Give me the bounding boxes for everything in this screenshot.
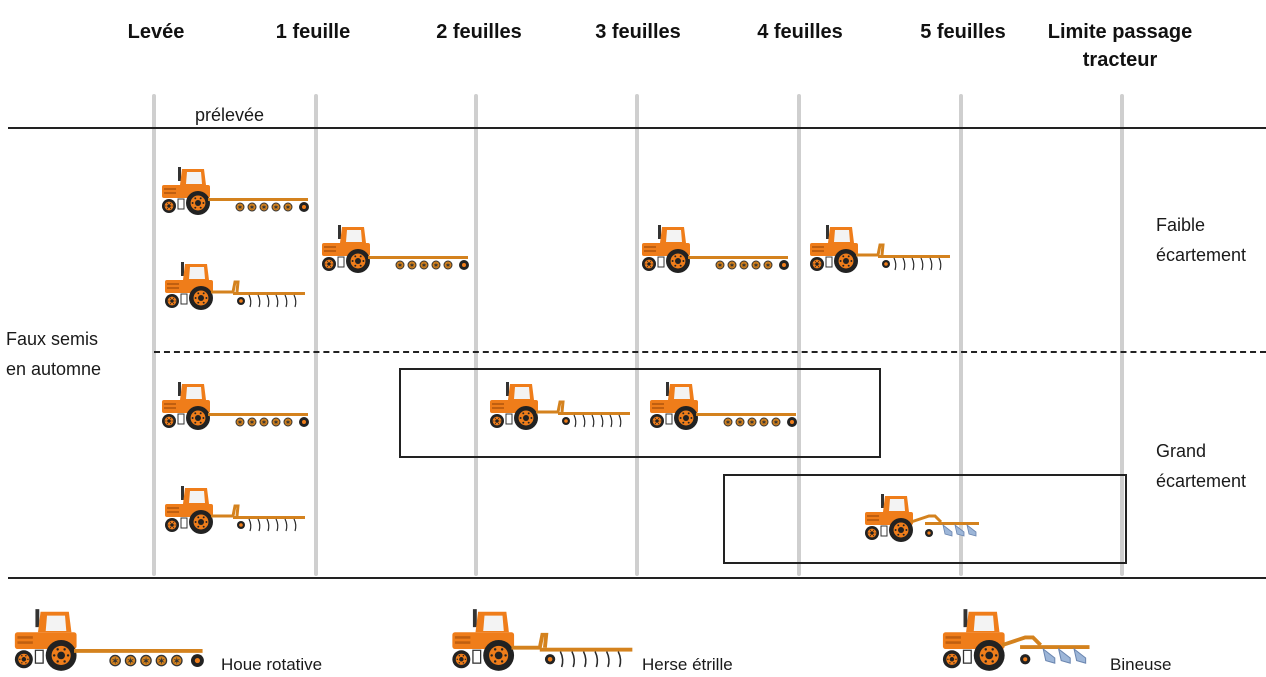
tractor-herse-etrille-icon [165, 262, 305, 310]
tractor-herse-etrille-icon [810, 225, 950, 273]
tractor-houe-rotative-icon: ✶ ✶ ✶ ✶ ✶ [642, 225, 789, 273]
svg-text:✶: ✶ [753, 261, 760, 270]
header-5-feuilles: 5 feuilles [920, 21, 1006, 43]
svg-text:✶: ✶ [157, 655, 166, 667]
header-3-feuilles: 3 feuilles [595, 21, 681, 43]
grand-ecartement-label: Grand écartement [1156, 436, 1246, 496]
svg-text:✶: ✶ [249, 203, 256, 212]
legend-herse-etrille-label: Herse étrille [642, 655, 733, 674]
stage-line-2-feuilles [474, 94, 478, 576]
faible-line1: Faible [1156, 215, 1206, 235]
stage-line-limite [1120, 94, 1124, 576]
svg-text:✶: ✶ [421, 261, 428, 270]
header-limite-passage-tracteur: Limite passage tracteur [1047, 21, 1193, 71]
svg-text:✶: ✶ [273, 418, 280, 427]
header-1-feuille: 1 feuille [275, 21, 351, 43]
tractor-herse-etrille-icon [490, 382, 630, 430]
legend-herse-etrille-icon [452, 609, 633, 671]
tractor-houe-rotative-icon: ✶ ✶ ✶ ✶ ✶ [650, 382, 797, 430]
svg-text:✶: ✶ [285, 203, 292, 212]
legend-houe-rotative-label: Houe rotative [221, 655, 323, 674]
header-2-feuilles: 2 feuilles [436, 21, 522, 43]
faux-semis-line1: Faux semis [6, 329, 99, 349]
faux-semis-label: Faux semis en automne [6, 324, 101, 384]
top-rule [8, 127, 1266, 129]
prelevee-label: prélevée [195, 105, 265, 125]
legend-bineuse-label: Bineuse [1110, 655, 1172, 674]
svg-text:✶: ✶ [729, 261, 736, 270]
svg-text:✶: ✶ [273, 203, 280, 212]
legend-bineuse-icon [942, 609, 1090, 671]
svg-text:✶: ✶ [173, 655, 182, 667]
svg-text:✶: ✶ [261, 203, 268, 212]
header-levee: Levée [127, 21, 185, 43]
svg-text:✶: ✶ [237, 418, 244, 427]
svg-text:✶: ✶ [773, 418, 780, 427]
legend-houe-rotative-icon: ✶ ✶ ✶ ✶ ✶ [14, 609, 204, 671]
svg-text:✶: ✶ [126, 655, 135, 667]
stage-line-5-feuilles [959, 94, 963, 576]
svg-text:✶: ✶ [397, 261, 404, 270]
svg-text:✶: ✶ [717, 261, 724, 270]
svg-text:✶: ✶ [285, 418, 292, 427]
svg-text:✶: ✶ [737, 418, 744, 427]
svg-text:✶: ✶ [761, 418, 768, 427]
faux-semis-line2: en automne [6, 359, 102, 379]
faible-line2: écartement [1156, 245, 1247, 265]
bottom-rule [8, 577, 1266, 579]
tractor-herse-etrille-icon [165, 486, 305, 534]
svg-text:✶: ✶ [445, 261, 452, 270]
tractor-bineuse-icon [865, 494, 979, 542]
svg-text:✶: ✶ [142, 655, 151, 667]
grand-line1: Grand [1156, 441, 1207, 461]
window-box-bineuse [723, 474, 1127, 564]
tractor-houe-rotative-icon: ✶ ✶ ✶ ✶ ✶ [162, 382, 309, 430]
tractor-houe-rotative-icon: ✶ ✶ ✶ ✶ ✶ [322, 225, 469, 273]
tractor-houe-rotative-icon: ✶ ✶ ✶ ✶ ✶ [162, 167, 309, 215]
svg-text:✶: ✶ [765, 261, 772, 270]
header-4-feuilles: 4 feuilles [757, 21, 843, 43]
stage-line-levee [152, 94, 156, 576]
stage-line-3-feuilles [635, 94, 639, 576]
stage-line-1-feuille [314, 94, 318, 576]
spacing-divider [154, 351, 1266, 353]
svg-text:✶: ✶ [237, 203, 244, 212]
svg-text:✶: ✶ [249, 418, 256, 427]
faible-ecartement-label: Faible écartement [1156, 210, 1246, 270]
svg-text:✶: ✶ [409, 261, 416, 270]
stage-line-4-feuilles [797, 94, 801, 576]
svg-text:✶: ✶ [111, 655, 120, 667]
svg-text:✶: ✶ [433, 261, 440, 270]
window-box-houe-herse [399, 368, 881, 458]
grand-line2: écartement [1156, 471, 1247, 491]
svg-text:✶: ✶ [741, 261, 748, 270]
svg-text:✶: ✶ [261, 418, 268, 427]
svg-text:✶: ✶ [749, 418, 756, 427]
svg-text:✶: ✶ [725, 418, 732, 427]
